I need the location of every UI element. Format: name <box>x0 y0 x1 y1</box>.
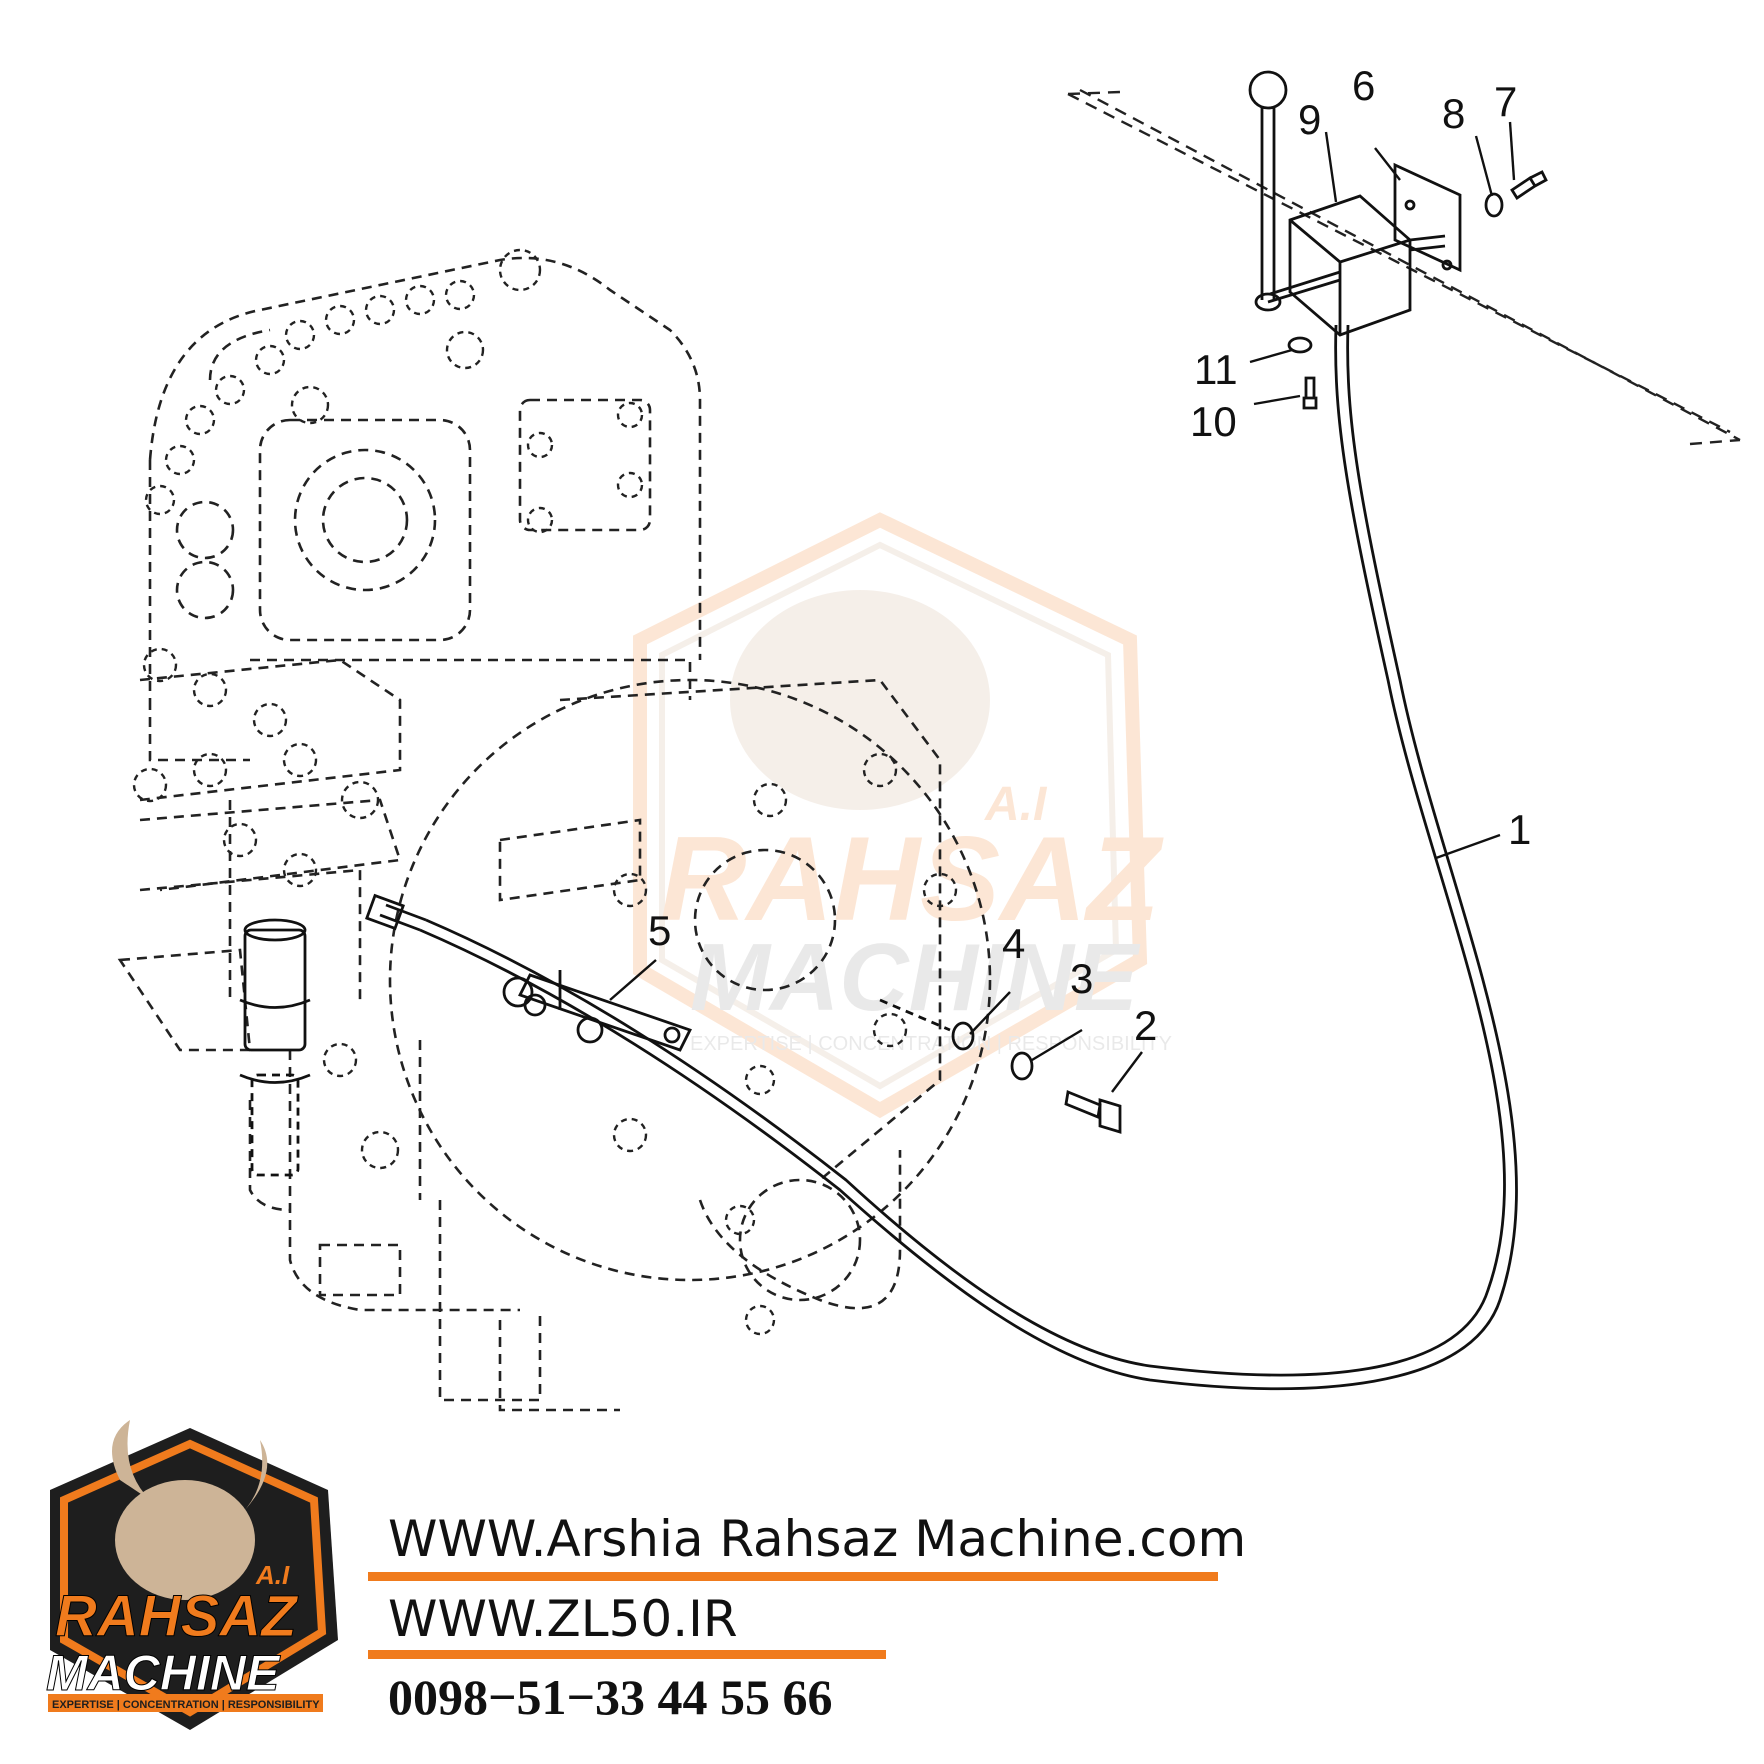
bolt-7 <box>1510 170 1548 200</box>
logo-machine-text: MACHINE <box>46 1645 281 1701</box>
callout-2: 2 <box>1134 1002 1157 1049</box>
watermark-logo: A.I RAHSAZ MACHINE EXPERTISE | CONCENTRA… <box>633 512 1172 1119</box>
lever-housing <box>1288 194 1412 337</box>
callout-8: 8 <box>1442 90 1465 137</box>
callout-10: 10 <box>1190 398 1237 445</box>
logo-tagline: EXPERTISE | CONCENTRATION | RESPONSIBILI… <box>52 1699 320 1711</box>
callout-4: 4 <box>1002 920 1025 967</box>
washer-4 <box>951 1021 975 1051</box>
shift-lever-assembly <box>1248 70 1548 410</box>
washer-11 <box>1287 336 1313 354</box>
watermark-ai-text: A.I <box>984 778 1048 831</box>
website-link-primary[interactable]: WWW.Arshia Rahsaz Machine.com <box>388 1510 1247 1568</box>
leader-lines <box>609 121 1516 1093</box>
underline-bar <box>368 1650 886 1659</box>
callout-3: 3 <box>1070 955 1093 1002</box>
watermark-tagline: EXPERTISE | CONCENTRATION | RESPONSIBILI… <box>690 1033 1172 1055</box>
mounting-plate <box>1393 162 1462 273</box>
website-link-secondary[interactable]: WWW.ZL50.IR <box>388 1590 738 1648</box>
callout-7: 7 <box>1494 78 1517 125</box>
phone-number: 0098−51−33 44 55 66 <box>388 1669 833 1725</box>
fastener-set <box>879 998 1122 1134</box>
callout-labels: 1 2 3 4 5 6 7 8 9 10 11 <box>648 62 1531 1049</box>
transmission-housing <box>117 256 992 1412</box>
callout-5: 5 <box>648 907 671 954</box>
bolt-2 <box>1064 1090 1122 1134</box>
callout-6: 6 <box>1352 62 1375 109</box>
logo-ai-text: A.I <box>255 1560 290 1590</box>
watermark-machine-text: MACHINE <box>690 924 1141 1031</box>
shift-cable <box>365 324 1518 1391</box>
washer-8 <box>1484 192 1504 218</box>
mounting-plane <box>1067 88 1741 446</box>
callout-9: 9 <box>1298 96 1321 143</box>
lever-knob <box>1248 70 1288 110</box>
callout-1: 1 <box>1508 806 1531 853</box>
washer-3 <box>1010 1051 1034 1081</box>
filter-canister <box>239 918 311 1177</box>
cable-bracket <box>502 970 692 1052</box>
logo-rahsaz-text: RAHSAZ <box>55 1584 299 1649</box>
housing-bolts <box>132 248 958 1336</box>
underline-bar <box>368 1572 1218 1581</box>
company-logo: A.I RAHSAZ MACHINE EXPERTISE | CONCENTRA… <box>46 1420 338 1730</box>
watermark-rahsaz-text: RAHSAZ <box>660 812 1165 946</box>
callout-11: 11 <box>1194 346 1238 393</box>
bolt-10 <box>1302 376 1318 410</box>
